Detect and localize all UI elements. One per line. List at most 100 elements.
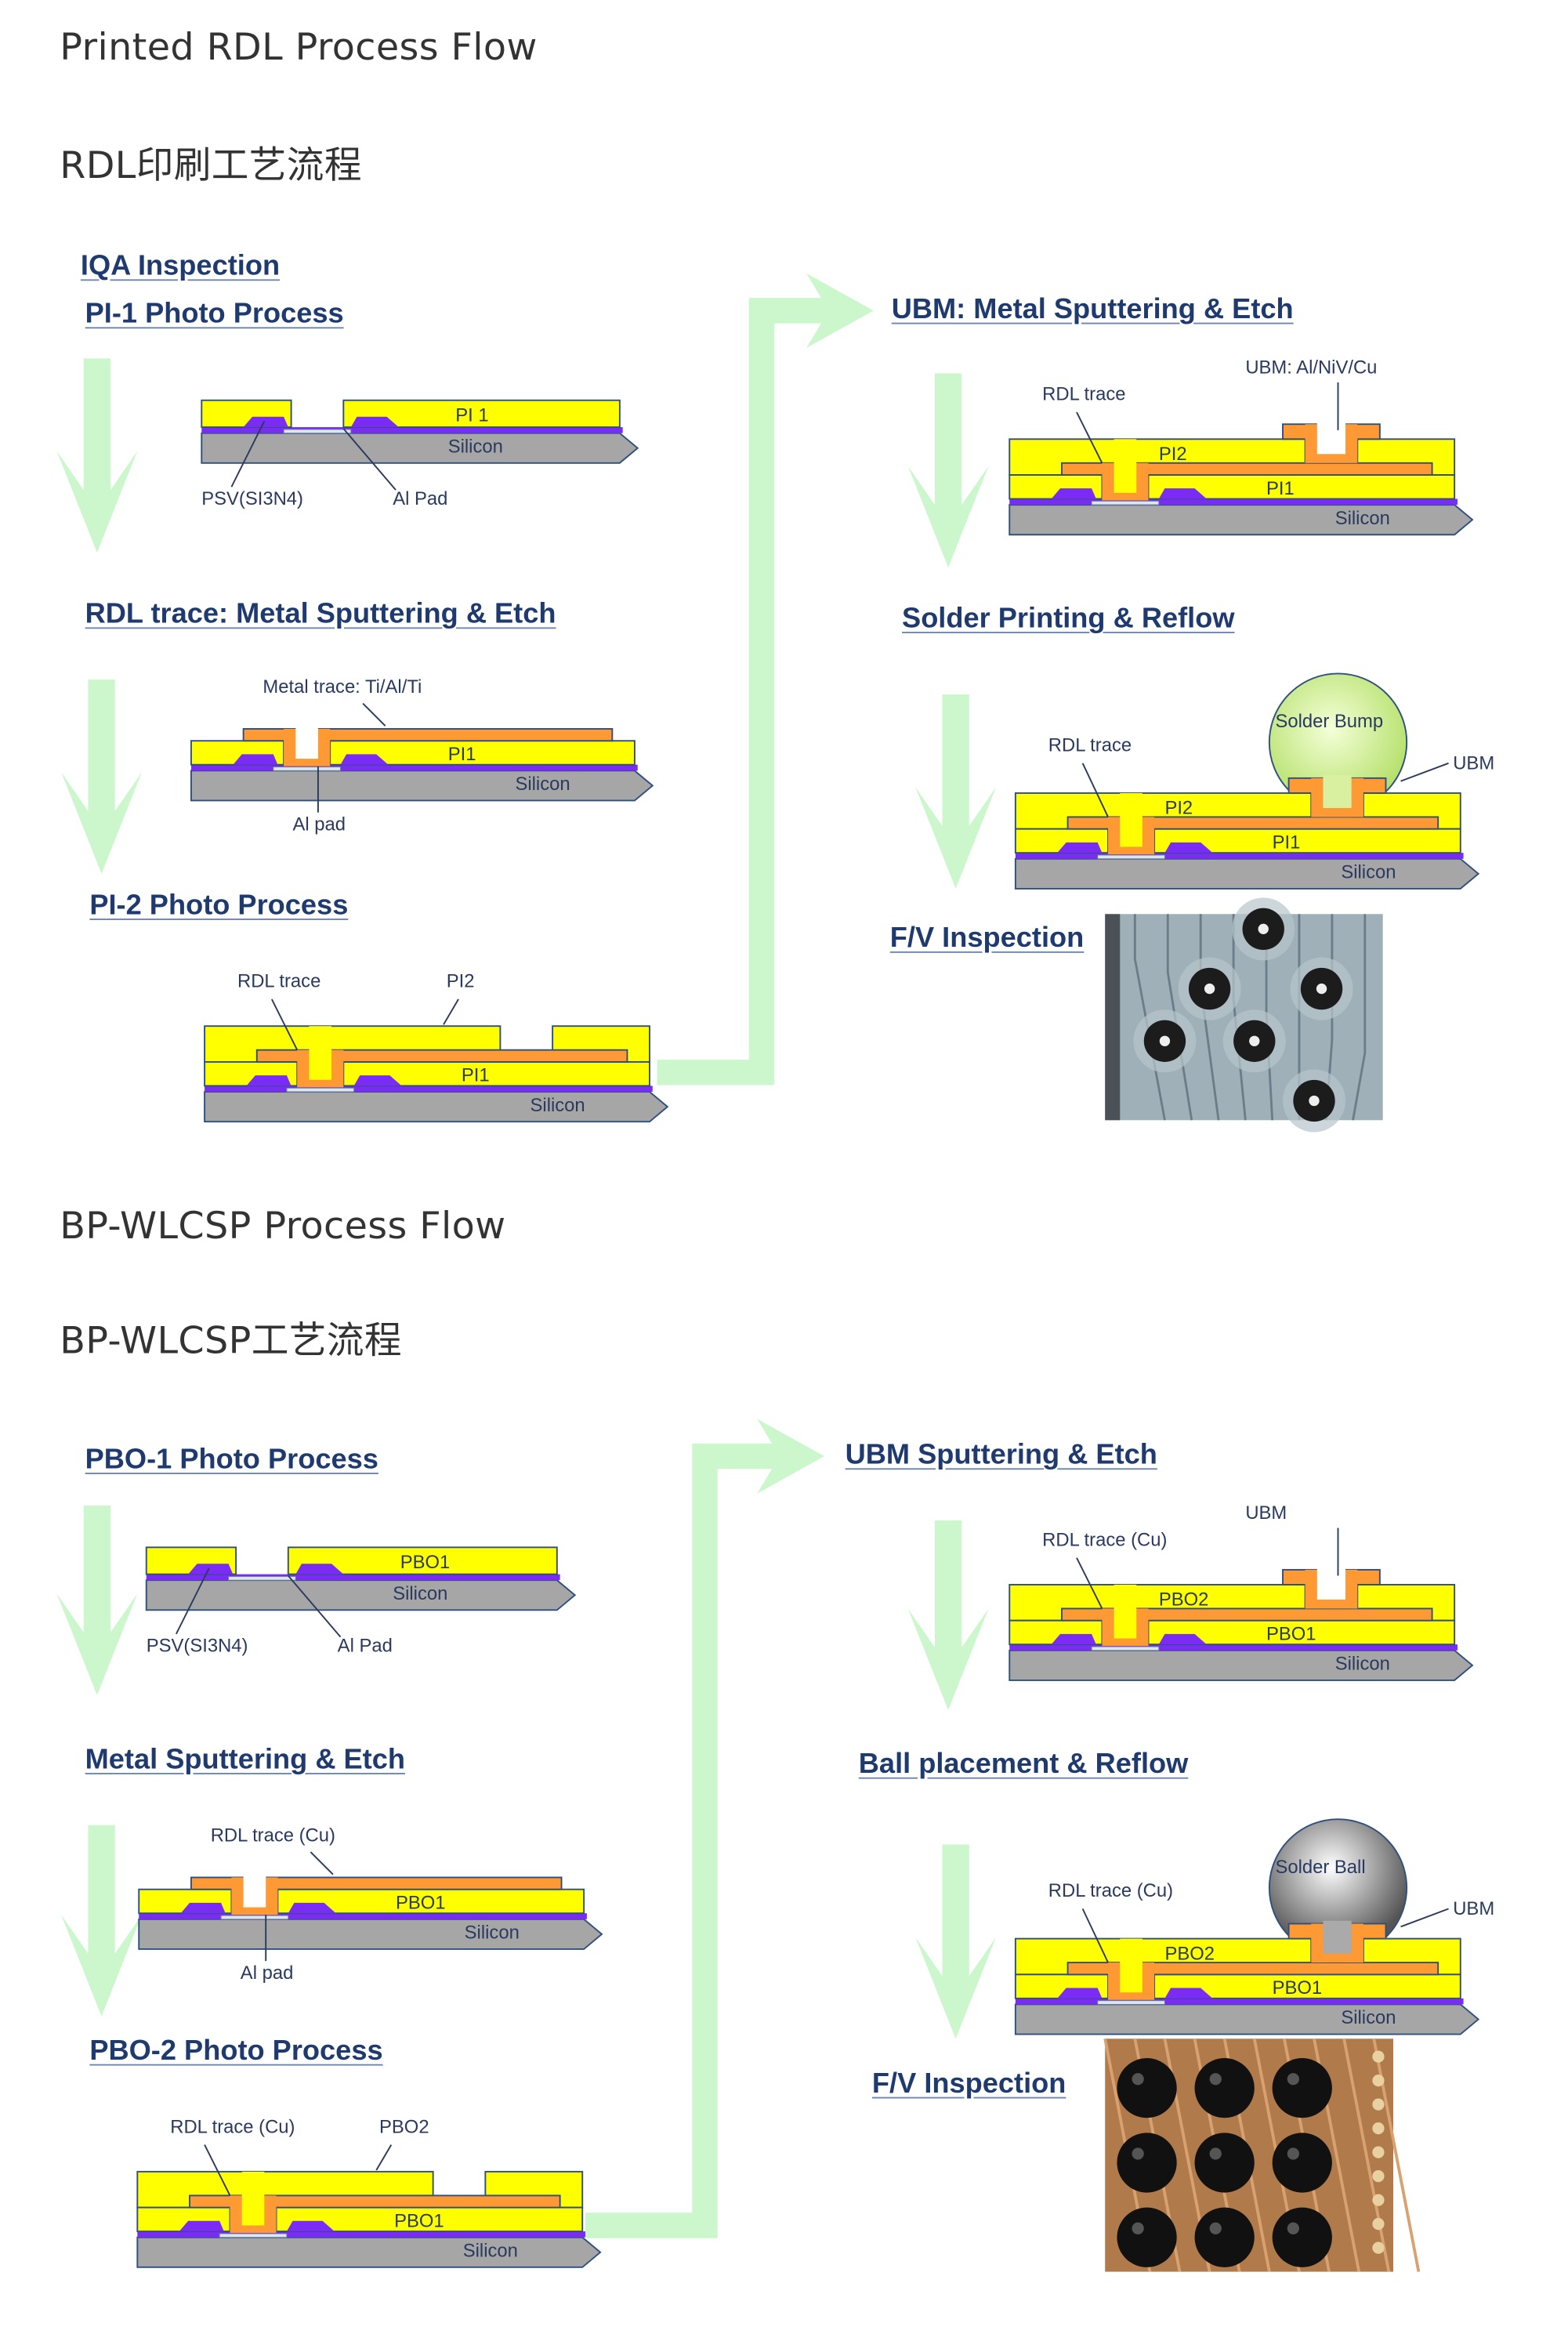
label-layer1: PBO1 <box>1266 1623 1316 1644</box>
label-layer1: PI1 <box>1273 832 1301 853</box>
step-pi2-photo[interactable]: PI-2 Photo Process <box>89 890 349 922</box>
step-fv-inspection-2[interactable]: F/V Inspection <box>871 2068 1066 2100</box>
passivation-pad <box>179 2220 224 2232</box>
passivation-pad <box>1164 842 1213 853</box>
label-trace: RDL trace (Cu) <box>211 1825 335 1846</box>
passivation-pad <box>1164 1988 1213 1999</box>
metal-trace <box>1066 1962 1439 1976</box>
step-pi1-photo[interactable]: PI-1 Photo Process <box>85 299 344 331</box>
via-fill <box>309 1026 332 1080</box>
al-pad <box>1091 1646 1160 1651</box>
leader-line <box>1076 411 1103 464</box>
al-pad <box>273 766 341 771</box>
silicon-layer <box>1014 2003 1480 2035</box>
leader-line <box>1076 1557 1103 1609</box>
silicon-layer <box>204 1091 669 1123</box>
step-ubm-sputter-2[interactable]: UBM Sputtering & Etch <box>845 1440 1157 1472</box>
al-pad <box>1097 2000 1165 2005</box>
via-fill <box>1120 792 1143 847</box>
metal-trace <box>255 1049 628 1063</box>
passivation-layer <box>201 427 623 433</box>
step-ubm-sputter[interactable]: UBM: Metal Sputtering & Etch <box>891 294 1294 326</box>
leader-line <box>176 1567 210 1635</box>
label-psv: PSV(SI3N4) <box>201 488 303 509</box>
label-silicon: Silicon <box>1335 1654 1390 1675</box>
label-pad: Al pad <box>293 814 346 835</box>
passivation-pad <box>243 416 288 428</box>
label-trace: RDL trace (Cu) <box>170 2116 295 2137</box>
section-title-rdl: Printed RDL Process Flow <box>60 25 538 69</box>
label-ubm: UBM <box>1453 1898 1494 1919</box>
passivation-pad <box>188 1564 234 1575</box>
al-pad <box>283 429 352 434</box>
label-layer2: PBO2 <box>1159 1589 1209 1611</box>
step-metal-sputter[interactable]: Metal Sputtering & Etch <box>85 1744 406 1776</box>
label-trace: RDL trace (Cu) <box>1042 1529 1167 1550</box>
passivation-pad <box>295 1564 344 1575</box>
label-trace: RDL trace <box>1048 735 1132 756</box>
ball-inspection-photo <box>1103 2038 1421 2272</box>
label-pad: Al pad <box>241 1962 294 1984</box>
down-arrow-icon <box>915 694 997 889</box>
label-silicon: Silicon <box>1341 862 1396 883</box>
metal-trace <box>242 728 614 742</box>
leader-line <box>362 702 386 727</box>
section-title-wlcsp: BP-WLCSP Process Flow <box>60 1203 506 1248</box>
label-pad: Al Pad <box>338 1636 393 1657</box>
step-pbo2-photo[interactable]: PBO-2 Photo Process <box>89 2035 383 2068</box>
al-pad <box>1091 500 1160 506</box>
silicon-layer <box>136 2236 602 2268</box>
connector-arrow <box>585 1443 780 2238</box>
label-pad: Al Pad <box>393 488 447 509</box>
silicon-layer <box>145 1579 577 1611</box>
passivation-pad <box>288 1902 336 1914</box>
label-trace: RDL trace (Cu) <box>1048 1880 1173 1901</box>
arrow-head-icon <box>757 1419 824 1494</box>
al-pad <box>1097 854 1165 860</box>
label-silicon: Silicon <box>1341 2007 1396 2028</box>
down-arrow-icon <box>56 358 138 553</box>
leader-line <box>230 420 266 487</box>
label-layer2: PI2 <box>447 971 475 992</box>
via-fill <box>295 727 318 759</box>
passivation-layer <box>146 1574 560 1581</box>
step-fv-inspection[interactable]: F/V Inspection <box>889 922 1085 955</box>
label-layer2: PBO2 <box>379 2116 429 2137</box>
label-trace: RDL trace <box>1042 384 1125 405</box>
step-rdl-trace-sputter[interactable]: RDL trace: Metal Sputtering & Etch <box>85 599 556 631</box>
leader-line <box>375 2144 393 2171</box>
label-ubm: UBM <box>1245 1502 1287 1524</box>
step-ball-placement[interactable]: Ball placement & Reflow <box>858 1749 1189 1781</box>
metal-trace <box>1060 1607 1433 1622</box>
step-solder-printing[interactable]: Solder Printing & Reflow <box>902 603 1235 635</box>
metal-trace <box>190 1876 563 1890</box>
down-arrow-icon <box>61 1825 143 2017</box>
silicon-layer <box>1009 1649 1474 1681</box>
al-pad <box>286 1087 355 1093</box>
silicon-layer <box>1014 857 1480 890</box>
step-pbo1-photo[interactable]: PBO-1 Photo Process <box>85 1444 378 1476</box>
label-layer2: PI2 <box>1164 798 1193 819</box>
label-layer2: PBO2 <box>1164 1943 1215 1964</box>
arrow-head-icon <box>806 273 874 349</box>
section-subtitle-wlcsp: BP-WLCSP工艺流程 <box>60 1318 402 1362</box>
label-layer1: PI1 <box>1266 478 1295 499</box>
passivation-pad <box>1057 1988 1103 1999</box>
label-ubm: UBM <box>1453 752 1494 774</box>
via-fill <box>1120 1938 1143 1993</box>
passivation-layer <box>1015 1998 1464 2005</box>
leader-line <box>342 428 397 491</box>
leader-line <box>204 2144 231 2196</box>
step-iqa-inspection[interactable]: IQA Inspection <box>80 251 281 283</box>
connector-arrow <box>657 298 829 1085</box>
passivation-pad <box>1158 488 1207 499</box>
label-bump: Solder Ball <box>1275 1857 1365 1878</box>
via-fill <box>1114 1584 1137 1639</box>
passivation-pad <box>340 754 389 765</box>
silicon-layer <box>190 770 654 802</box>
passivation-layer <box>190 764 638 771</box>
